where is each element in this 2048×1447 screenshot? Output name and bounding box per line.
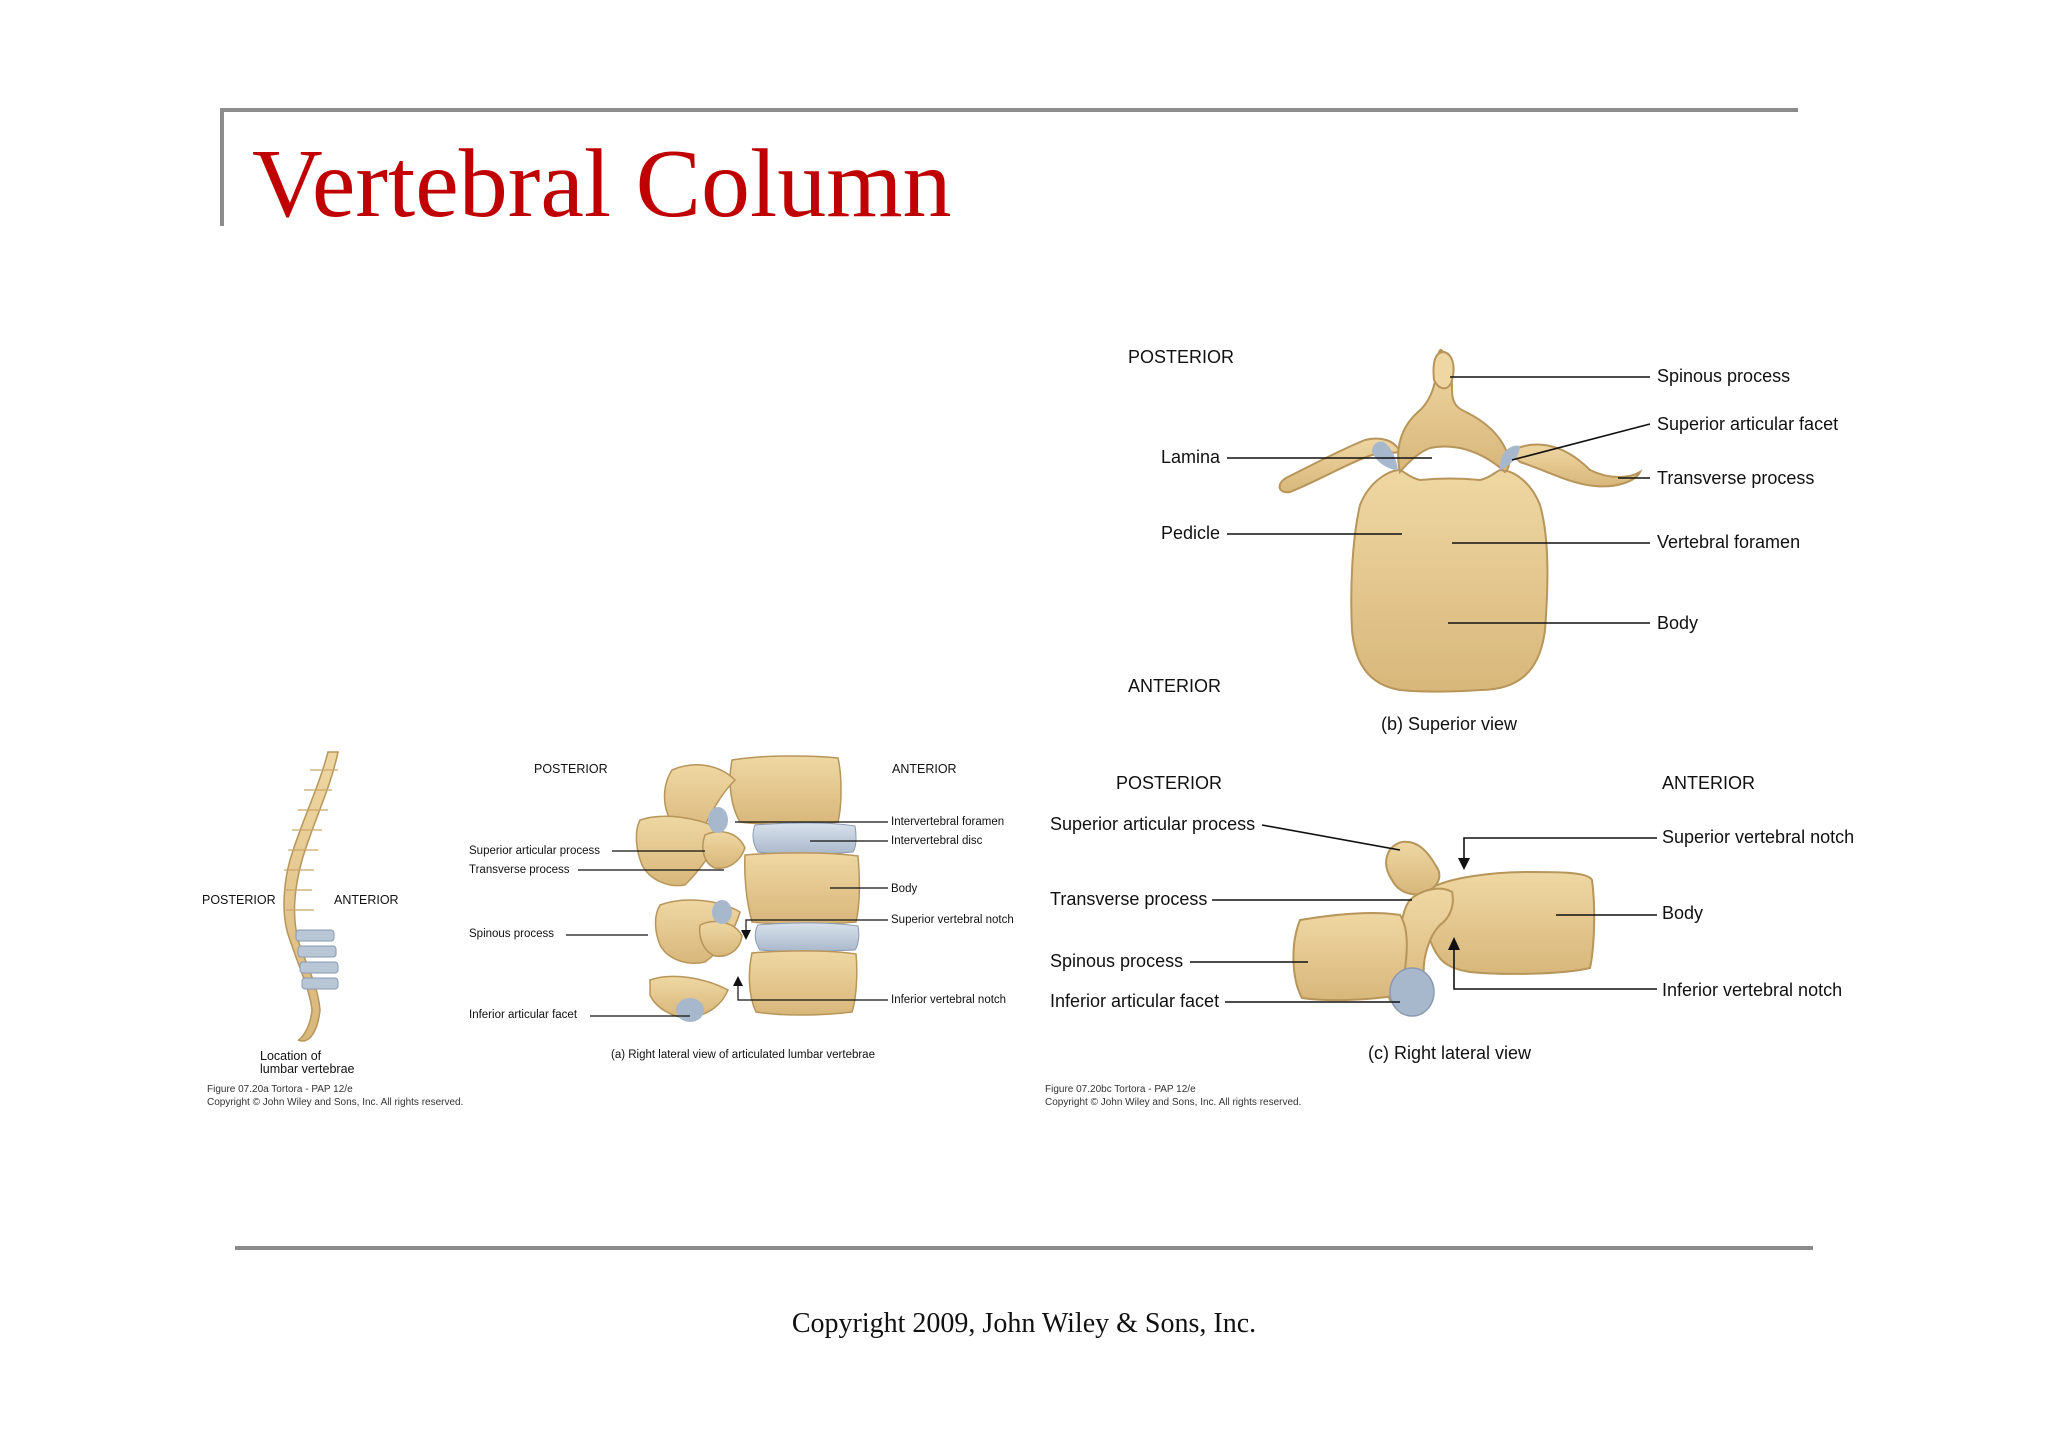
label-articulated-superior-vertebral-notch: Superior vertebral notch	[891, 914, 1014, 926]
label-body: Body	[1657, 613, 1699, 633]
lateral-view-anterior-label: ANTERIOR	[1662, 773, 1756, 793]
label-spinous-process: Spinous process	[1657, 366, 1791, 386]
label-articulated-transverse-process: Transverse process	[469, 864, 570, 876]
label-lateral-superior-vertebral-notch: Superior vertebral notch	[1662, 827, 1855, 847]
lateral-view-vertebra	[1190, 824, 1657, 1017]
upper-disc	[752, 822, 857, 855]
superior-view-vertebra	[1227, 349, 1651, 693]
spine-anterior-label: ANTERIOR	[334, 893, 399, 907]
title-rule-top	[220, 108, 1798, 112]
lateral-copyright: Copyright © John Wiley and Sons, Inc. Al…	[1045, 1097, 1302, 1108]
label-lateral-inferior-articular-facet: Inferior articular facet	[1050, 991, 1220, 1011]
right-transverse-process	[1508, 443, 1643, 488]
slide-title: Vertebral Column	[252, 130, 952, 238]
footer-copyright: Copyright 2009, John Wiley & Sons, Inc.	[791, 1308, 1257, 1339]
right-articular-facet	[1500, 445, 1520, 470]
label-articulated-body: Body	[891, 883, 918, 895]
lateral-view-posterior-label: POSTERIOR	[1116, 773, 1223, 793]
label-lateral-body: Body	[1662, 903, 1704, 923]
label-superior-articular-facet: Superior articular facet	[1657, 414, 1839, 434]
lateral-view-caption: (c) Right lateral view	[1368, 1043, 1532, 1063]
articulated-posterior-label: POSTERIOR	[534, 762, 608, 776]
label-articulated-spinous-process: Spinous process	[469, 928, 555, 940]
label-intervertebral-disc: Intervertebral disc	[891, 835, 983, 847]
articulated-vertebrae	[566, 755, 888, 1022]
lower-disc	[754, 922, 860, 952]
lateral-inferior-articular-facet	[1389, 967, 1435, 1017]
lower-body	[748, 950, 858, 1016]
lateral-body	[1426, 870, 1596, 975]
label-articulated-inferior-vertebral-notch: Inferior vertebral notch	[891, 994, 1007, 1006]
label-transverse-process: Transverse process	[1657, 468, 1815, 488]
upper-body	[729, 755, 842, 825]
footer-rule	[235, 1246, 1813, 1250]
lamina-and-spinous-process	[1397, 350, 1510, 475]
lateral-figure-ref: Figure 07.20bc Tortora - PAP 12/e	[1045, 1084, 1196, 1095]
articulated-anterior-label: ANTERIOR	[892, 762, 957, 776]
left-articular-facet	[1372, 441, 1398, 470]
spine-figure-ref: Figure 07.20a Tortora - PAP 12/e	[207, 1084, 353, 1095]
label-lateral-inferior-vertebral-notch: Inferior vertebral notch	[1662, 980, 1843, 1000]
spine-figure	[283, 751, 339, 1042]
label-lamina: Lamina	[1161, 447, 1221, 467]
spine-column	[283, 751, 339, 1042]
label-lateral-transverse-process: Transverse process	[1050, 889, 1208, 909]
label-lateral-spinous-process: Spinous process	[1050, 951, 1184, 971]
spine-caption-line1: Location of	[260, 1049, 322, 1063]
middle-body	[744, 852, 861, 925]
superior-view-posterior-label: POSTERIOR	[1128, 347, 1235, 367]
label-articulated-inferior-articular-facet: Inferior articular facet	[469, 1009, 578, 1021]
articulated-caption: (a) Right lateral view of articulated lu…	[611, 1049, 875, 1061]
spine-copyright: Copyright © John Wiley and Sons, Inc. Al…	[207, 1097, 464, 1108]
label-intervertebral-foramen: Intervertebral foramen	[891, 816, 1005, 828]
spine-posterior-label: POSTERIOR	[202, 893, 276, 907]
superior-view-anterior-label: ANTERIOR	[1128, 676, 1222, 696]
label-pedicle: Pedicle	[1161, 523, 1221, 543]
spine-caption-line2: lumbar vertebrae	[260, 1062, 355, 1076]
title-rule-left	[220, 108, 224, 226]
label-lateral-superior-articular-process: Superior articular process	[1050, 814, 1256, 834]
label-articulated-superior-articular-process: Superior articular process	[469, 845, 601, 857]
vertebral-body	[1350, 468, 1549, 693]
spinous-process-tip	[1432, 350, 1455, 390]
label-vertebral-foramen: Vertebral foramen	[1657, 532, 1801, 552]
left-transverse-process	[1278, 437, 1402, 494]
superior-view-caption: (b) Superior view	[1381, 714, 1518, 734]
